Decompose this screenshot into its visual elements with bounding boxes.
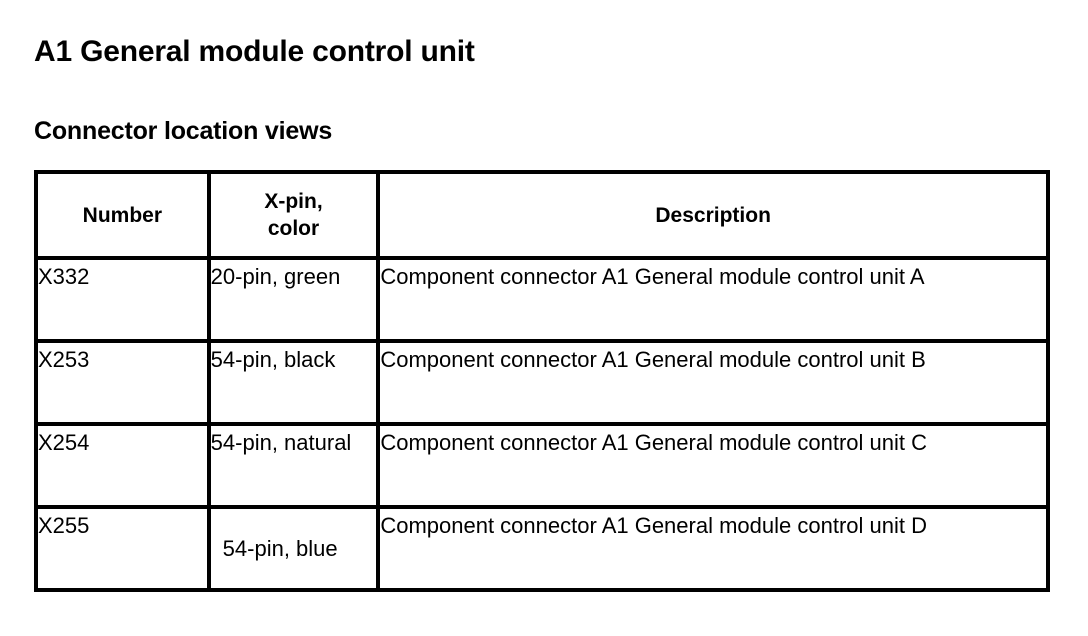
table-body: X332 20-pin, green Component connector A… — [34, 256, 1050, 592]
cell-description: Component connector A1 General module co… — [376, 339, 1050, 426]
cell-xpin-color: 54-pin, natural — [206, 422, 381, 509]
cell-number: X255 — [34, 505, 211, 592]
table-row: X253 54-pin, black Component connector A… — [34, 339, 1050, 426]
column-header-xpin-line2: color — [267, 217, 320, 240]
section-title: Connector location views — [34, 116, 333, 145]
table-row: X332 20-pin, green Component connector A… — [34, 256, 1050, 343]
column-header-xpin-line1: X-pin, — [264, 190, 323, 213]
column-header-xpin-color: X-pin, color — [206, 170, 381, 260]
cell-xpin-color: 54-pin, black — [206, 339, 381, 426]
table-header: Number X-pin, color Description — [34, 170, 1050, 260]
cell-xpin-color: 20-pin, green — [206, 256, 381, 343]
cell-description: Component connector A1 General module co… — [376, 505, 1050, 592]
cell-number: X332 — [34, 256, 211, 343]
cell-xpin-color: 54-pin, blue — [206, 505, 381, 592]
table-row: X255 54-pin, blue Component connector A1… — [34, 505, 1050, 592]
cell-number: X254 — [34, 422, 211, 509]
page-title: A1 General module control unit — [34, 35, 475, 69]
column-header-number: Number — [34, 170, 211, 260]
table-row: X254 54-pin, natural Component connector… — [34, 422, 1050, 509]
table-header-row: Number X-pin, color Description — [34, 170, 1050, 260]
cell-description: Component connector A1 General module co… — [376, 256, 1050, 343]
cell-description: Component connector A1 General module co… — [376, 422, 1050, 509]
connector-location-table: Number X-pin, color Description X332 20-… — [34, 170, 1050, 592]
column-header-description: Description — [376, 170, 1050, 260]
cell-number: X253 — [34, 339, 211, 426]
